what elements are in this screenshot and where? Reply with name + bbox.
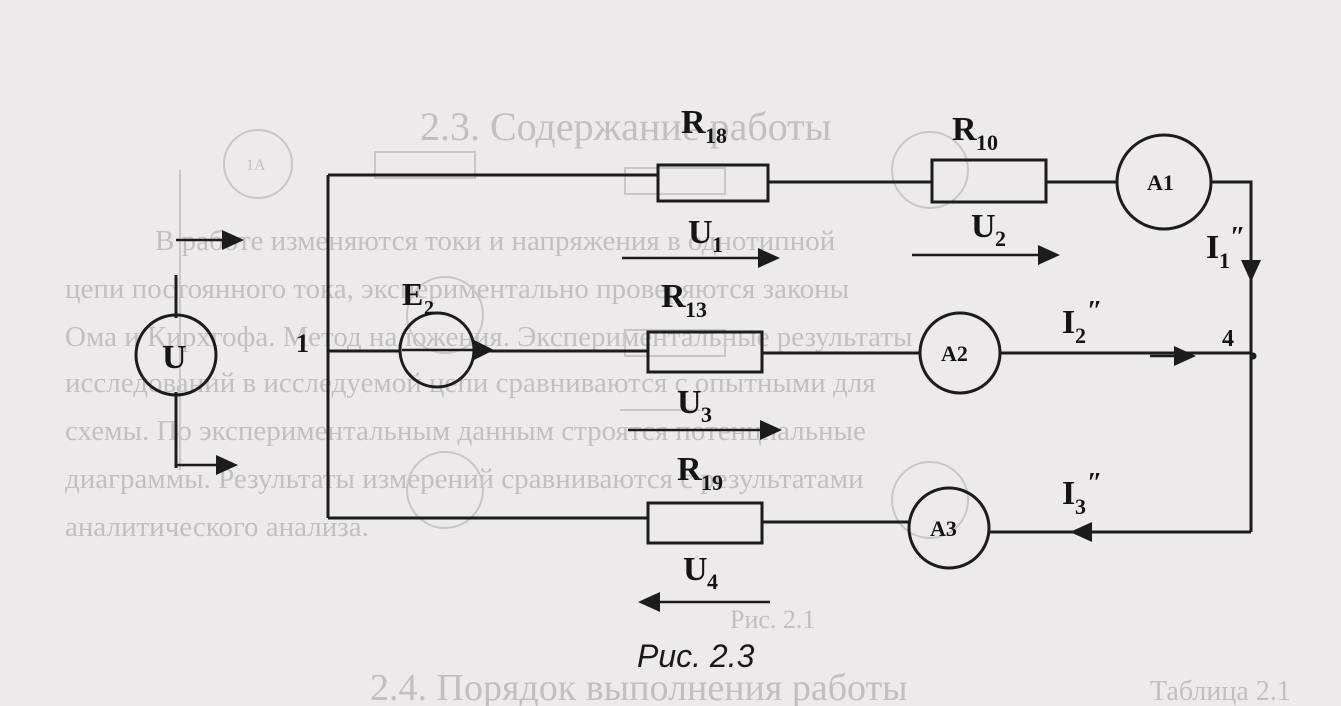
ghost-meter-label: 1А: [246, 157, 266, 174]
source-label: U: [162, 339, 187, 376]
u4-arrow-head: [638, 592, 660, 612]
node-4-dot: [1249, 352, 1257, 360]
resistor-r18: R 18: [656, 104, 770, 203]
a1-circle: [1115, 133, 1213, 231]
voltage-u3: U 3: [628, 384, 782, 440]
resistor-r13: R 13: [646, 278, 764, 374]
ghost-heading: 2.3. Содержание работы: [420, 104, 832, 149]
r13-body: [646, 330, 764, 374]
arrow-u-top-head: [222, 230, 244, 250]
voltage-source-u: U: [134, 313, 218, 397]
current-i3: I 3 ″: [1062, 468, 1120, 542]
r19-sub: 19: [701, 470, 723, 495]
r19-label: R: [677, 451, 702, 488]
arrow-u-bottom-head: [216, 455, 238, 475]
ghost-resistor: [624, 167, 726, 195]
i1-label: I: [1206, 229, 1219, 266]
source-circle: [134, 313, 218, 397]
u1-sub: 1: [712, 232, 723, 257]
u2-sub: 2: [995, 226, 1006, 251]
ghost-meter: [406, 276, 484, 354]
ghost-resistor: [624, 329, 726, 357]
r13-sub: 13: [685, 297, 707, 322]
ghost-meter: [406, 451, 484, 529]
ghost-wire: [179, 170, 700, 470]
e2-sub: 2: [424, 297, 434, 319]
i3-arrow-head: [1070, 522, 1092, 542]
ghost-resistor: [374, 151, 476, 179]
i1-sub: 1: [1219, 248, 1230, 273]
r18-body: [656, 163, 770, 203]
wires: [174, 173, 1253, 534]
r10-body: [930, 158, 1048, 204]
e2-label: E: [402, 276, 423, 312]
u3-label: U: [677, 384, 702, 421]
ghost-heading-2: 2.4. Порядок выполнения работы: [370, 667, 908, 706]
u1-label: U: [688, 214, 713, 251]
ghost-line: аналитического анализа.: [65, 511, 369, 543]
ghost-line: цепи постоянного тока, экспериментально …: [65, 273, 849, 305]
right-bus: [1211, 180, 1253, 532]
ghost-table: Таблица 2.1: [1150, 676, 1291, 706]
voltage-u1: U 1: [622, 214, 780, 268]
u4-sub: 4: [707, 569, 718, 594]
ghost-meter: [223, 129, 293, 199]
ghost-line: диаграммы. Результаты измерений сравнива…: [65, 463, 864, 495]
node-4-label: 4: [1222, 326, 1234, 352]
i2-sup: ″: [1087, 296, 1102, 327]
r18-sub: 18: [705, 123, 727, 148]
r10-sub: 10: [976, 130, 998, 155]
i3-sup: ″: [1087, 468, 1102, 499]
current-i2: I 2 ″: [1062, 296, 1196, 366]
voltage-u4: U 4: [638, 551, 770, 612]
a2-label: A2: [941, 341, 968, 366]
a3-circle: [907, 486, 991, 570]
figure-caption: Рис. 2.3: [637, 638, 755, 674]
ammeter-a2: A2: [918, 311, 1002, 395]
a2-circle: [918, 311, 1002, 395]
i1-sup: ″: [1230, 222, 1245, 253]
i3-label: I: [1062, 475, 1075, 512]
a3-label: A3: [930, 516, 957, 541]
i2-label: I: [1062, 304, 1075, 341]
resistor-r19: R 19: [646, 451, 764, 545]
r18-label: R: [681, 104, 706, 141]
r19-body: [646, 501, 764, 545]
e2-arrow-head: [474, 340, 494, 360]
i1-arrow-head: [1241, 260, 1261, 282]
u3-sub: 3: [701, 402, 712, 427]
u3-arrow-head: [760, 420, 782, 440]
ghost-line: В работе изменяются токи и напряжения в …: [155, 225, 835, 257]
voltage-u2: U 2: [912, 208, 1060, 265]
node-1-label: 1: [296, 329, 309, 358]
i2-sub: 2: [1075, 323, 1086, 348]
u1-arrow-head: [758, 248, 780, 268]
ammeter-a1: A1: [1115, 133, 1213, 231]
ghost-fig: Рис. 2.1: [730, 605, 815, 634]
u2-label: U: [971, 208, 996, 245]
resistor-r10: R 10: [930, 111, 1048, 204]
emf-source-e2: E 2: [398, 276, 494, 389]
i2-arrow-head: [1174, 346, 1196, 366]
r13-label: R: [661, 278, 686, 315]
u2-arrow-head: [1038, 245, 1060, 265]
current-i1: I 1 ″: [1206, 220, 1261, 282]
a1-label: A1: [1147, 170, 1174, 195]
i3-sub: 3: [1075, 494, 1086, 519]
ghost-meter: [891, 131, 969, 209]
ammeter-a3: A3: [907, 486, 991, 570]
ghost-meter: [891, 461, 969, 539]
u4-label: U: [683, 551, 708, 588]
r10-label: R: [952, 111, 977, 148]
